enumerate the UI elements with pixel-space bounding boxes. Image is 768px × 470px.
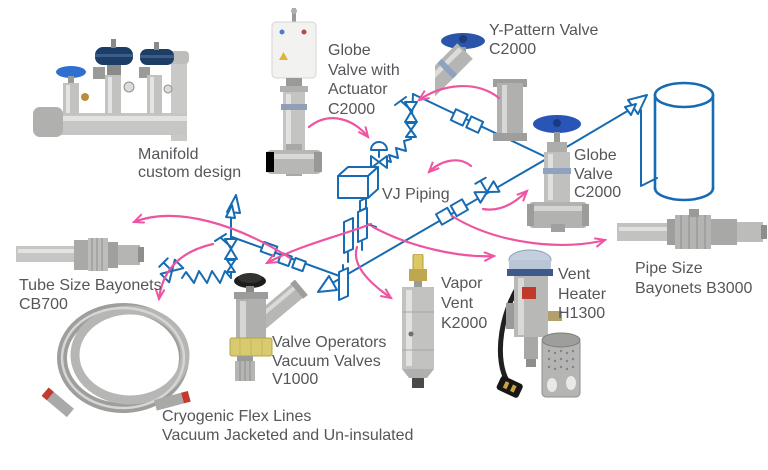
heater-basket	[541, 332, 581, 398]
bayonet-symbol	[435, 198, 469, 226]
flow-arrow	[317, 275, 338, 293]
valve-symbol	[473, 176, 501, 204]
y-pattern-valve-photo	[435, 33, 527, 141]
vent-arrow-left	[225, 194, 241, 219]
globe-valve-with-actuator-photo	[266, 8, 322, 176]
bayonet-symbol	[277, 251, 307, 273]
flex-line-coil-photo	[41, 303, 191, 418]
label-globe-valve-actuator: Globe Valve with Actuator C2000	[328, 42, 400, 118]
label-y-pattern-valve: Y-Pattern Valve C2000	[489, 22, 599, 58]
label-pipe-bayonets: Pipe Size Bayonets B3000	[635, 260, 753, 297]
bayonet-symbol	[449, 108, 485, 134]
vapor-vent-photo	[402, 254, 434, 388]
label-vj-piping: VJ Piping	[382, 186, 450, 203]
pipe-bayonet-photo	[617, 209, 767, 249]
valve-operator-part-photo	[235, 356, 255, 381]
label-vent-heater: Vent Heater H1300	[558, 266, 607, 322]
tank-symbol	[653, 81, 715, 202]
label-tube-bayonets: Tube Size Bayonets CB700	[19, 277, 162, 313]
pipe-tank-drop	[640, 109, 658, 187]
flex-zigzag-top	[384, 138, 412, 163]
tube-bayonet-photo	[16, 238, 144, 271]
sleeve-symbol	[259, 240, 279, 258]
vacuum-valve-symbols	[338, 197, 377, 301]
vent-arrow-tank	[624, 94, 648, 116]
cube-symbol	[337, 166, 379, 199]
vacuum-valve-v1000-photo	[229, 273, 308, 357]
label-flex-lines: Cryogenic Flex Lines Vacuum Jacketed and…	[162, 408, 414, 444]
label-vacuum-valves: Valve Operators Vacuum Valves V1000	[272, 334, 387, 388]
manifold-photo	[33, 39, 189, 141]
label-globe-valve: Globe Valve C2000	[574, 147, 622, 201]
label-vapor-vent: Vapor Vent K2000	[441, 275, 488, 332]
valve-symbol-small	[405, 122, 417, 138]
label-manifold: Manifold custom design	[138, 146, 242, 181]
valve-handle	[394, 96, 412, 111]
vent-heater-photo	[496, 249, 581, 398]
